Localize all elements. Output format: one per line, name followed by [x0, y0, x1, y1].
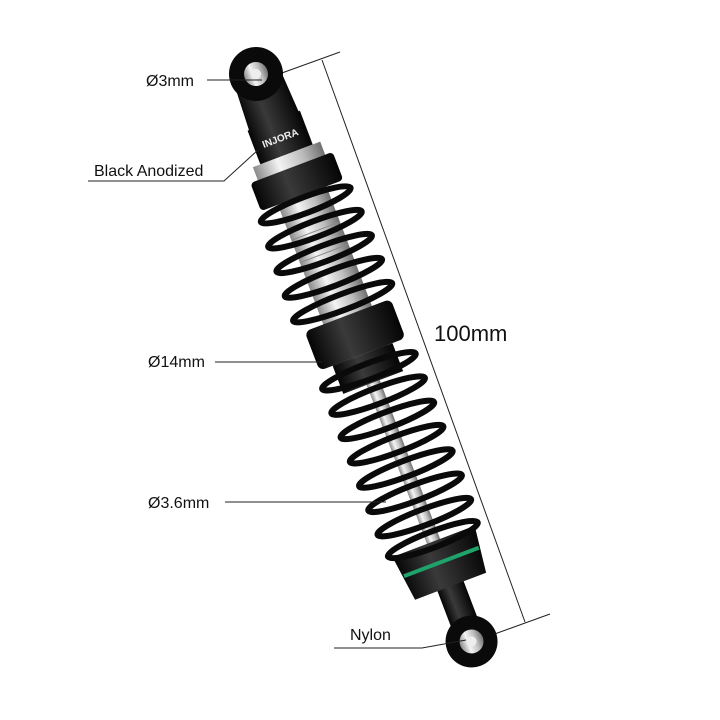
preload-collar [306, 300, 404, 370]
shaft-diameter-label: Ø3.6mm [148, 495, 209, 512]
top-spring-collar [251, 153, 343, 210]
callout-lines [88, 79, 467, 649]
silver-ring [252, 141, 326, 181]
eye-diameter-label: Ø3mm [146, 73, 194, 90]
finish-label: Black Anodized [94, 163, 203, 180]
rod-end-material-label: Nylon [350, 627, 391, 644]
length-label: 100mm [434, 321, 507, 346]
coil-spring [257, 183, 481, 562]
body-diameter-label: Ø14mm [148, 354, 205, 371]
shock-absorber: INJORA [229, 47, 498, 668]
piston-shaft [363, 370, 448, 563]
green-o-ring [403, 545, 480, 579]
